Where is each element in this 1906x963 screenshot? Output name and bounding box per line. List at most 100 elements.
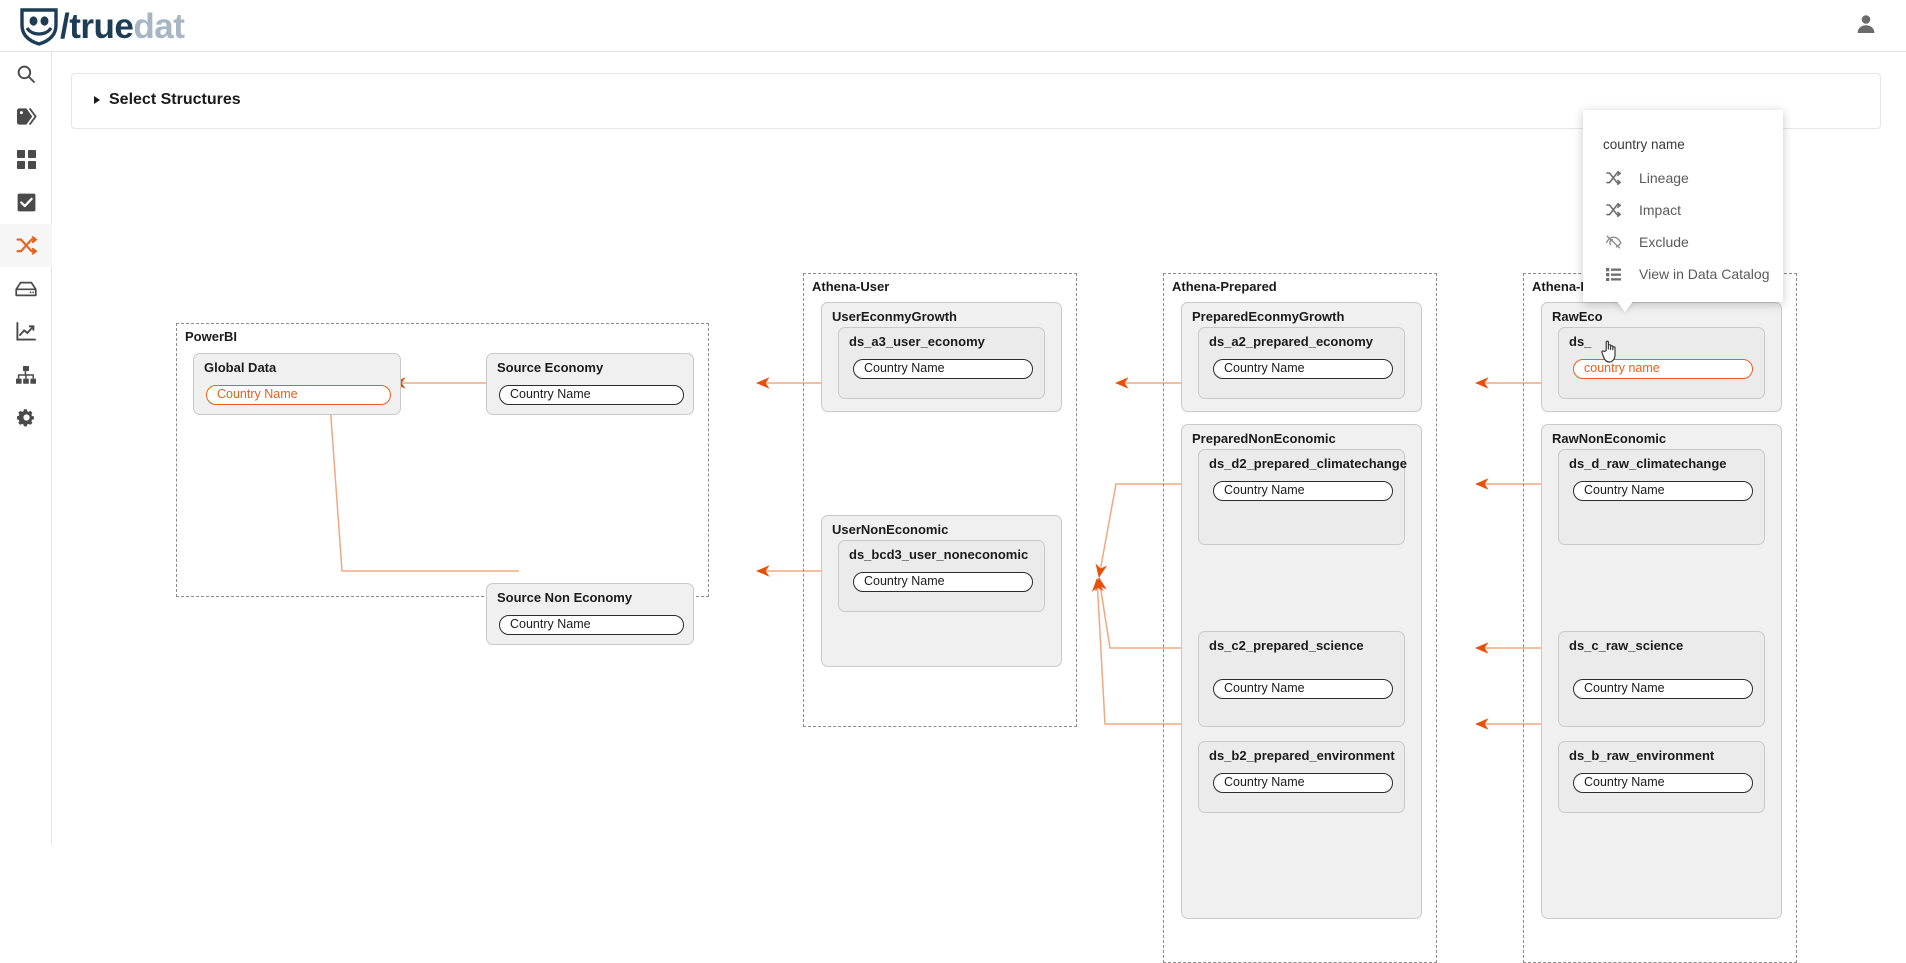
database-icon <box>15 281 37 297</box>
group-athena-prepared[interactable]: Athena-Prepared PreparedEconmyGrowth ds_… <box>1163 273 1437 963</box>
field-country-name[interactable]: Country Name <box>499 615 684 635</box>
table-ds-d2-prepared-climatechange[interactable]: ds_d2_prepared_climatechange Country Nam… <box>1198 449 1407 545</box>
table-ds-bcd3-user-noneconomic[interactable]: ds_bcd3_user_noneconomic Country Name <box>838 540 1045 612</box>
select-structures-toggle[interactable]: Select Structures <box>94 91 241 109</box>
system-preparedeconmygrowth[interactable]: PreparedEconmyGrowth ds_a2_prepared_econ… <box>1181 302 1422 412</box>
table-ds-raw-economy[interactable]: ds_ country name <box>1558 327 1765 399</box>
field-country-name-selected[interactable]: country name <box>1573 359 1753 379</box>
field-country-name[interactable]: Country Name <box>1213 359 1393 379</box>
context-menu-header: country name <box>1603 137 1685 152</box>
user-icon[interactable] <box>1854 12 1878 36</box>
select-structures-label: Select Structures <box>109 91 241 108</box>
system-preparednoneconomic[interactable]: PreparedNonEconomic ds_d2_prepared_clima… <box>1181 424 1422 919</box>
app-logo[interactable]: /truedat <box>18 4 185 48</box>
system-title: UserNonEconomic <box>832 522 949 537</box>
logo-wordmark: /truedat <box>60 6 185 46</box>
field-country-name[interactable]: Country Name <box>1213 773 1393 793</box>
group-title: Athena-Prepared <box>1172 279 1277 294</box>
context-menu-item-label: Lineage <box>1639 170 1689 186</box>
system-rawnoneconomic[interactable]: RawNonEconomic ds_d_raw_climatechange Co… <box>1541 424 1782 919</box>
sidebar-item-glossary[interactable] <box>0 95 52 138</box>
table-ds-a2-prepared-economy[interactable]: ds_a2_prepared_economy Country Name <box>1198 327 1405 399</box>
table-title: ds_a3_user_economy <box>849 334 985 349</box>
table-ds-d-raw-climatechange[interactable]: ds_d_raw_climatechange Country Name <box>1558 449 1765 545</box>
context-menu-item-impact[interactable]: Impact <box>1583 194 1783 226</box>
field-country-name[interactable]: Country Name <box>1213 481 1393 501</box>
field-country-name[interactable]: Country Name <box>853 572 1033 592</box>
context-menu-item-exclude[interactable]: Exclude <box>1583 226 1783 258</box>
table-title: ds_b2_prepared_environment <box>1209 748 1395 763</box>
group-title: Athena-User <box>812 279 890 294</box>
group-athena-raw[interactable]: Athena-Ra RawEco ds_ country name RawNon… <box>1523 273 1797 963</box>
table-ds-c-raw-science[interactable]: ds_c_raw_science Country Name <box>1558 631 1765 727</box>
context-menu-item-lineage[interactable]: Lineage <box>1583 162 1783 194</box>
table-title: ds_b_raw_environment <box>1569 748 1715 763</box>
system-usernoneconomic[interactable]: UserNonEconomic ds_bcd3_user_noneconomic… <box>821 515 1062 667</box>
field-country-name[interactable]: Country Name <box>1213 679 1393 699</box>
sidebar-item-metrics[interactable] <box>0 310 52 353</box>
table-title: ds_d2_prepared_climatechange <box>1209 456 1407 471</box>
context-menu-pointer <box>1616 300 1634 312</box>
context-menu-item-view-in-data-catalog[interactable]: View in Data Catalog <box>1583 258 1783 290</box>
table-title: ds_d_raw_climatechange <box>1569 456 1727 471</box>
top-bar: /truedat <box>0 0 1906 52</box>
table-title: ds_ <box>1569 334 1592 349</box>
group-title: PowerBI <box>185 329 238 344</box>
context-menu-item-label: View in Data Catalog <box>1639 266 1770 282</box>
system-title: RawNonEconomic <box>1552 431 1667 446</box>
field-country-name[interactable]: Country Name <box>206 385 391 405</box>
sidebar-item-search[interactable] <box>0 52 52 95</box>
sidebar-item-quality[interactable] <box>0 181 52 224</box>
system-title: PreparedEconmyGrowth <box>1192 309 1345 324</box>
table-title: ds_bcd3_user_noneconomic <box>849 547 1029 562</box>
sidebar-item-hierarchy[interactable] <box>0 353 52 396</box>
tag-icon <box>16 107 37 126</box>
lineage-icon <box>1603 171 1623 185</box>
system-title: Global Data <box>204 360 277 375</box>
system-global-data[interactable]: Global Data Country Name <box>193 353 401 415</box>
truedat-shield-icon <box>18 6 60 46</box>
sidebar-item-sources[interactable] <box>0 267 52 310</box>
caret-right-icon <box>94 96 100 104</box>
field-country-name[interactable]: Country Name <box>1573 679 1753 699</box>
field-country-name[interactable]: Country Name <box>1573 481 1753 501</box>
system-title: PreparedNonEconomic <box>1192 431 1336 446</box>
check-square-icon <box>17 193 36 212</box>
logo-true: true <box>69 6 134 46</box>
group-powerbi[interactable]: PowerBI Global Data Country Name Source … <box>176 323 709 645</box>
sidebar-item-lineage[interactable] <box>0 224 52 267</box>
context-menu[interactable]: country name Lineage Impact Exclude <box>1583 110 1783 302</box>
field-country-name[interactable]: Country Name <box>499 385 684 405</box>
field-country-name[interactable]: Country Name <box>1573 773 1753 793</box>
group-title: Athena-Ra <box>1532 279 1598 294</box>
sidebar-item-settings[interactable] <box>0 396 52 439</box>
sidebar-item-dashboard[interactable] <box>0 138 52 181</box>
table-ds-b-raw-environment[interactable]: ds_b_raw_environment Country Name <box>1558 741 1765 813</box>
system-raweconomy[interactable]: RawEco ds_ country name <box>1541 302 1782 412</box>
context-menu-item-label: Exclude <box>1639 234 1689 250</box>
system-source-non-economy[interactable]: Source Non Economy Country Name <box>486 583 694 645</box>
table-ds-a3-user-economy[interactable]: ds_a3_user_economy Country Name <box>838 327 1045 399</box>
grid-icon <box>16 150 36 169</box>
table-title: ds_c_raw_science <box>1569 638 1684 653</box>
sitemap-icon <box>16 365 36 384</box>
chart-line-icon <box>16 322 36 341</box>
table-title: ds_a2_prepared_economy <box>1209 334 1374 349</box>
system-title: RawEco <box>1552 309 1603 324</box>
logo-dat: dat <box>133 6 185 46</box>
logo-slash: / <box>60 6 70 46</box>
table-ds-b2-prepared-environment[interactable]: ds_b2_prepared_environment Country Name <box>1198 741 1405 813</box>
field-country-name[interactable]: Country Name <box>853 359 1033 379</box>
context-menu-item-label: Impact <box>1639 202 1682 218</box>
impact-icon <box>1603 203 1623 217</box>
search-icon <box>16 64 36 84</box>
system-source-economy[interactable]: Source Economy Country Name <box>486 353 694 415</box>
group-athena-user[interactable]: Athena-User UserEconmyGrowth ds_a3_user_… <box>803 273 1077 727</box>
shuffle-icon <box>15 236 37 255</box>
system-usereconmygrowth[interactable]: UserEconmyGrowth ds_a3_user_economy Coun… <box>821 302 1062 412</box>
system-title: Source Economy <box>497 360 604 375</box>
table-title: ds_c2_prepared_science <box>1209 638 1364 653</box>
list-icon <box>1603 267 1623 281</box>
table-ds-c2-prepared-science[interactable]: ds_c2_prepared_science Country Name <box>1198 631 1405 727</box>
select-structures-panel: Select Structures <box>71 73 1881 129</box>
